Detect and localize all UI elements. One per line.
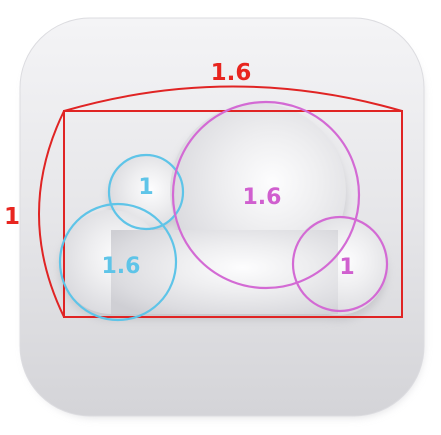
left-height-label: 1: [4, 204, 20, 230]
small-blue-circle: [107, 153, 185, 231]
small-pink-circle: [291, 215, 389, 313]
frame-rectangle: [63, 110, 403, 318]
left-height-arc: [38, 110, 65, 318]
large-blue-circle: [58, 202, 178, 322]
large-blue-circle-label: 1.6: [102, 254, 141, 279]
top-width-arc: [63, 85, 403, 112]
ratio-labels: 1.6 1 1 1.6 1.6 1: [4, 60, 355, 280]
small-blue-circle-label: 1: [138, 175, 153, 200]
small-pink-circle-label: 1: [339, 255, 354, 280]
proportion-frame: [38, 85, 403, 318]
large-pink-circle-label: 1.6: [243, 185, 282, 210]
guide-circles: [58, 100, 389, 322]
large-pink-circle: [171, 100, 361, 290]
top-width-label: 1.6: [211, 60, 252, 86]
